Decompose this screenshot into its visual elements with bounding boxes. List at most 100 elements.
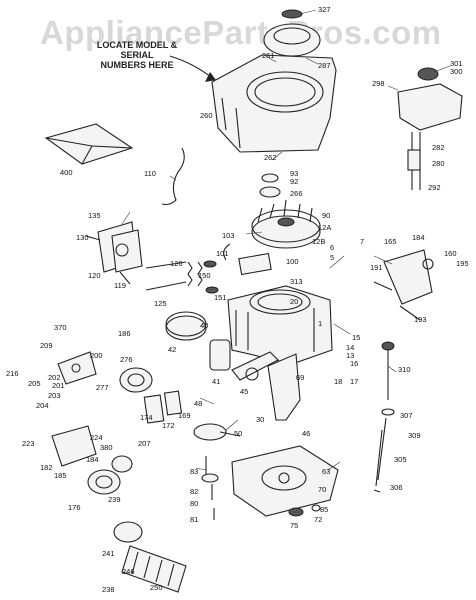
part-label[interactable]: 298	[372, 79, 385, 88]
part-label[interactable]: 309	[408, 431, 421, 440]
governor-link[interactable]	[161, 147, 185, 206]
part-label[interactable]: 239	[108, 495, 121, 504]
part-label[interactable]: 13	[346, 351, 354, 360]
part-label[interactable]: 282	[432, 143, 445, 152]
control-lever[interactable]	[373, 249, 434, 321]
part-label[interactable]: 172	[162, 421, 175, 430]
part-label[interactable]: 90	[322, 211, 330, 220]
breather-gasket[interactable]	[143, 390, 183, 424]
part-label[interactable]: 6	[330, 243, 334, 252]
part-label[interactable]: 169	[178, 411, 191, 420]
flywheel[interactable]	[251, 199, 321, 249]
control-bracket[interactable]	[85, 221, 143, 285]
part-label[interactable]: 174	[140, 413, 153, 422]
part-label[interactable]: 14	[346, 343, 354, 352]
part-label[interactable]: 277	[96, 383, 109, 392]
part-label[interactable]: 7	[360, 237, 364, 246]
part-label[interactable]: 209	[40, 341, 53, 350]
part-label[interactable]: 207	[138, 439, 151, 448]
part-label[interactable]: 276	[120, 355, 133, 364]
part-label[interactable]: 241	[102, 549, 115, 558]
part-label[interactable]: 135	[88, 211, 101, 220]
part-label[interactable]: 165	[384, 237, 397, 246]
part-label[interactable]: 250	[150, 583, 163, 592]
camshaft[interactable]	[193, 423, 241, 441]
part-label[interactable]: 262	[264, 153, 277, 162]
part-label[interactable]: 20	[290, 297, 298, 306]
part-label[interactable]: 193	[414, 315, 427, 324]
part-label[interactable]: 400	[60, 168, 73, 177]
part-label[interactable]: 266	[290, 189, 303, 198]
flywheel-nut[interactable]	[259, 173, 281, 198]
ignition-module[interactable]	[223, 243, 272, 276]
part-label[interactable]: 287	[318, 61, 331, 70]
part-label[interactable]: 119	[114, 281, 126, 290]
engine-block[interactable]	[227, 285, 333, 365]
part-label[interactable]: 75	[290, 521, 298, 530]
part-label[interactable]: 216	[6, 369, 19, 378]
manual-envelope[interactable]	[44, 123, 134, 165]
part-label[interactable]: 327	[318, 5, 331, 14]
part-label[interactable]: 176	[68, 503, 81, 512]
part-label[interactable]: 48	[194, 399, 202, 408]
part-label[interactable]: 202	[48, 373, 61, 382]
part-label[interactable]: 18	[334, 377, 342, 386]
part-label[interactable]: 93	[290, 169, 298, 178]
fasteners[interactable]	[201, 456, 219, 520]
part-label[interactable]: 126	[170, 259, 183, 268]
carburetor[interactable]	[51, 425, 133, 495]
part-label[interactable]: 301	[450, 59, 463, 68]
part-label[interactable]: 82	[190, 487, 198, 496]
part-label[interactable]: 203	[48, 391, 61, 400]
part-label[interactable]: 41	[212, 377, 220, 386]
part-label[interactable]: 150	[198, 271, 211, 280]
part-label[interactable]: 92	[290, 177, 298, 186]
part-label[interactable]: 12A	[318, 223, 331, 232]
part-label[interactable]: 50	[234, 429, 242, 438]
part-label[interactable]: 185	[54, 471, 67, 480]
air-filter[interactable]	[113, 521, 187, 593]
part-label[interactable]: 120	[88, 271, 101, 280]
part-label[interactable]: 16	[350, 359, 358, 368]
part-label[interactable]: 100	[286, 257, 299, 266]
muffler[interactable]	[119, 367, 153, 393]
part-label[interactable]: 40	[200, 321, 208, 330]
part-label[interactable]: 30	[256, 415, 264, 424]
part-label[interactable]: 17	[350, 377, 358, 386]
part-label[interactable]: 110	[144, 169, 156, 178]
part-label[interactable]: 223	[22, 439, 35, 448]
part-label[interactable]: 85	[320, 505, 328, 514]
valve-springs[interactable]	[145, 260, 219, 294]
part-label[interactable]: 1	[318, 319, 322, 328]
part-label[interactable]: 238	[102, 585, 115, 594]
part-label[interactable]: 151	[214, 293, 227, 302]
part-label[interactable]: 184	[412, 233, 425, 242]
part-label[interactable]: 80	[190, 499, 198, 508]
part-label[interactable]: 83	[190, 467, 198, 476]
part-label[interactable]: 260	[200, 111, 213, 120]
part-label[interactable]: 63	[322, 467, 330, 476]
part-label[interactable]: 307	[400, 411, 413, 420]
part-label[interactable]: 280	[432, 159, 445, 168]
part-label[interactable]: 42	[168, 345, 176, 354]
part-label[interactable]: 15	[352, 333, 360, 342]
part-label[interactable]: 125	[154, 299, 167, 308]
part-label[interactable]: 195	[456, 259, 469, 268]
part-label[interactable]: 191	[370, 263, 383, 272]
part-label[interactable]: 310	[398, 365, 411, 374]
part-label[interactable]: 5	[330, 253, 334, 262]
part-label[interactable]: 224	[90, 433, 103, 442]
part-label[interactable]: 380	[100, 443, 113, 452]
part-label[interactable]: 292	[428, 183, 441, 192]
part-label[interactable]: 46	[302, 429, 310, 438]
fuel-tank[interactable]	[397, 67, 463, 190]
sump-seal[interactable]	[288, 504, 321, 517]
blower-housing[interactable]	[211, 54, 337, 153]
part-label[interactable]: 370	[54, 323, 67, 332]
part-label[interactable]: 204	[36, 401, 49, 410]
part-label[interactable]: 184	[86, 455, 99, 464]
part-label[interactable]: 200	[90, 351, 103, 360]
part-label[interactable]: 186	[118, 329, 131, 338]
part-label[interactable]: 12B	[312, 237, 325, 246]
rewind-starter[interactable]	[263, 9, 321, 57]
